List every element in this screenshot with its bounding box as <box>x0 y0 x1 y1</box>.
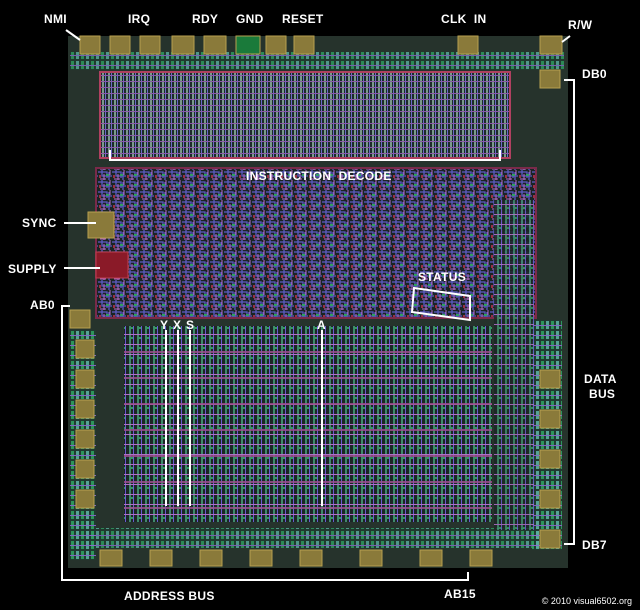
copyright-credit: © 2010 visual6502.org <box>541 596 632 606</box>
instruction-decode-label: INSTRUCTION DECODE <box>246 169 392 183</box>
left-pads <box>69 309 95 509</box>
supply-pad <box>95 251 129 279</box>
pin-supply-label: SUPPLY <box>8 262 57 276</box>
right-pads <box>539 69 561 549</box>
pin-db0-label: DB0 <box>582 67 607 81</box>
rw-pointer <box>561 35 571 43</box>
address-bus-label: ADDRESS BUS <box>124 589 215 603</box>
data-bus-drivers <box>494 200 534 530</box>
nmi-pointer <box>65 29 81 41</box>
status-register-label: STATUS <box>418 270 467 284</box>
register-a-label: A <box>317 318 326 332</box>
io-ring-top <box>70 52 564 70</box>
pin-ab15-label: AB15 <box>444 587 476 601</box>
register-x-label: X <box>173 318 182 332</box>
instruction-decode-bracket <box>109 150 501 161</box>
register-s-label: S <box>186 318 195 332</box>
pin-ab0-label: AB0 <box>30 298 55 312</box>
pin-sync-label: SYNC <box>22 216 57 230</box>
annotation-lines <box>61 29 575 581</box>
io-ring-bottom <box>90 528 540 548</box>
pin-irq-label: IRQ <box>128 12 151 26</box>
top-pads <box>79 35 563 55</box>
data-bus-bracket <box>564 79 575 545</box>
pin-rw-label: R/W <box>568 18 593 32</box>
data-bus-label-line1: DATA <box>584 372 617 386</box>
pin-clk-in-label: CLK IN <box>441 12 487 26</box>
pin-rdy-label: RDY <box>192 12 219 26</box>
sync-pad <box>87 211 115 239</box>
random-control-logic <box>96 168 536 318</box>
address-bus-bracket <box>61 305 469 581</box>
register-y-label: Y <box>160 318 169 332</box>
bottom-pads <box>99 549 493 567</box>
pin-nmi-label: NMI <box>44 12 67 26</box>
pin-db7-label: DB7 <box>582 538 607 552</box>
register-datapath <box>124 326 492 522</box>
status-box <box>410 286 471 322</box>
pin-reset-label: RESET <box>282 12 324 26</box>
io-ring-right <box>532 320 562 550</box>
pin-gnd-label: GND <box>236 12 264 26</box>
data-bus-label-line2: BUS <box>589 387 616 401</box>
instruction-decode-array <box>100 72 510 158</box>
